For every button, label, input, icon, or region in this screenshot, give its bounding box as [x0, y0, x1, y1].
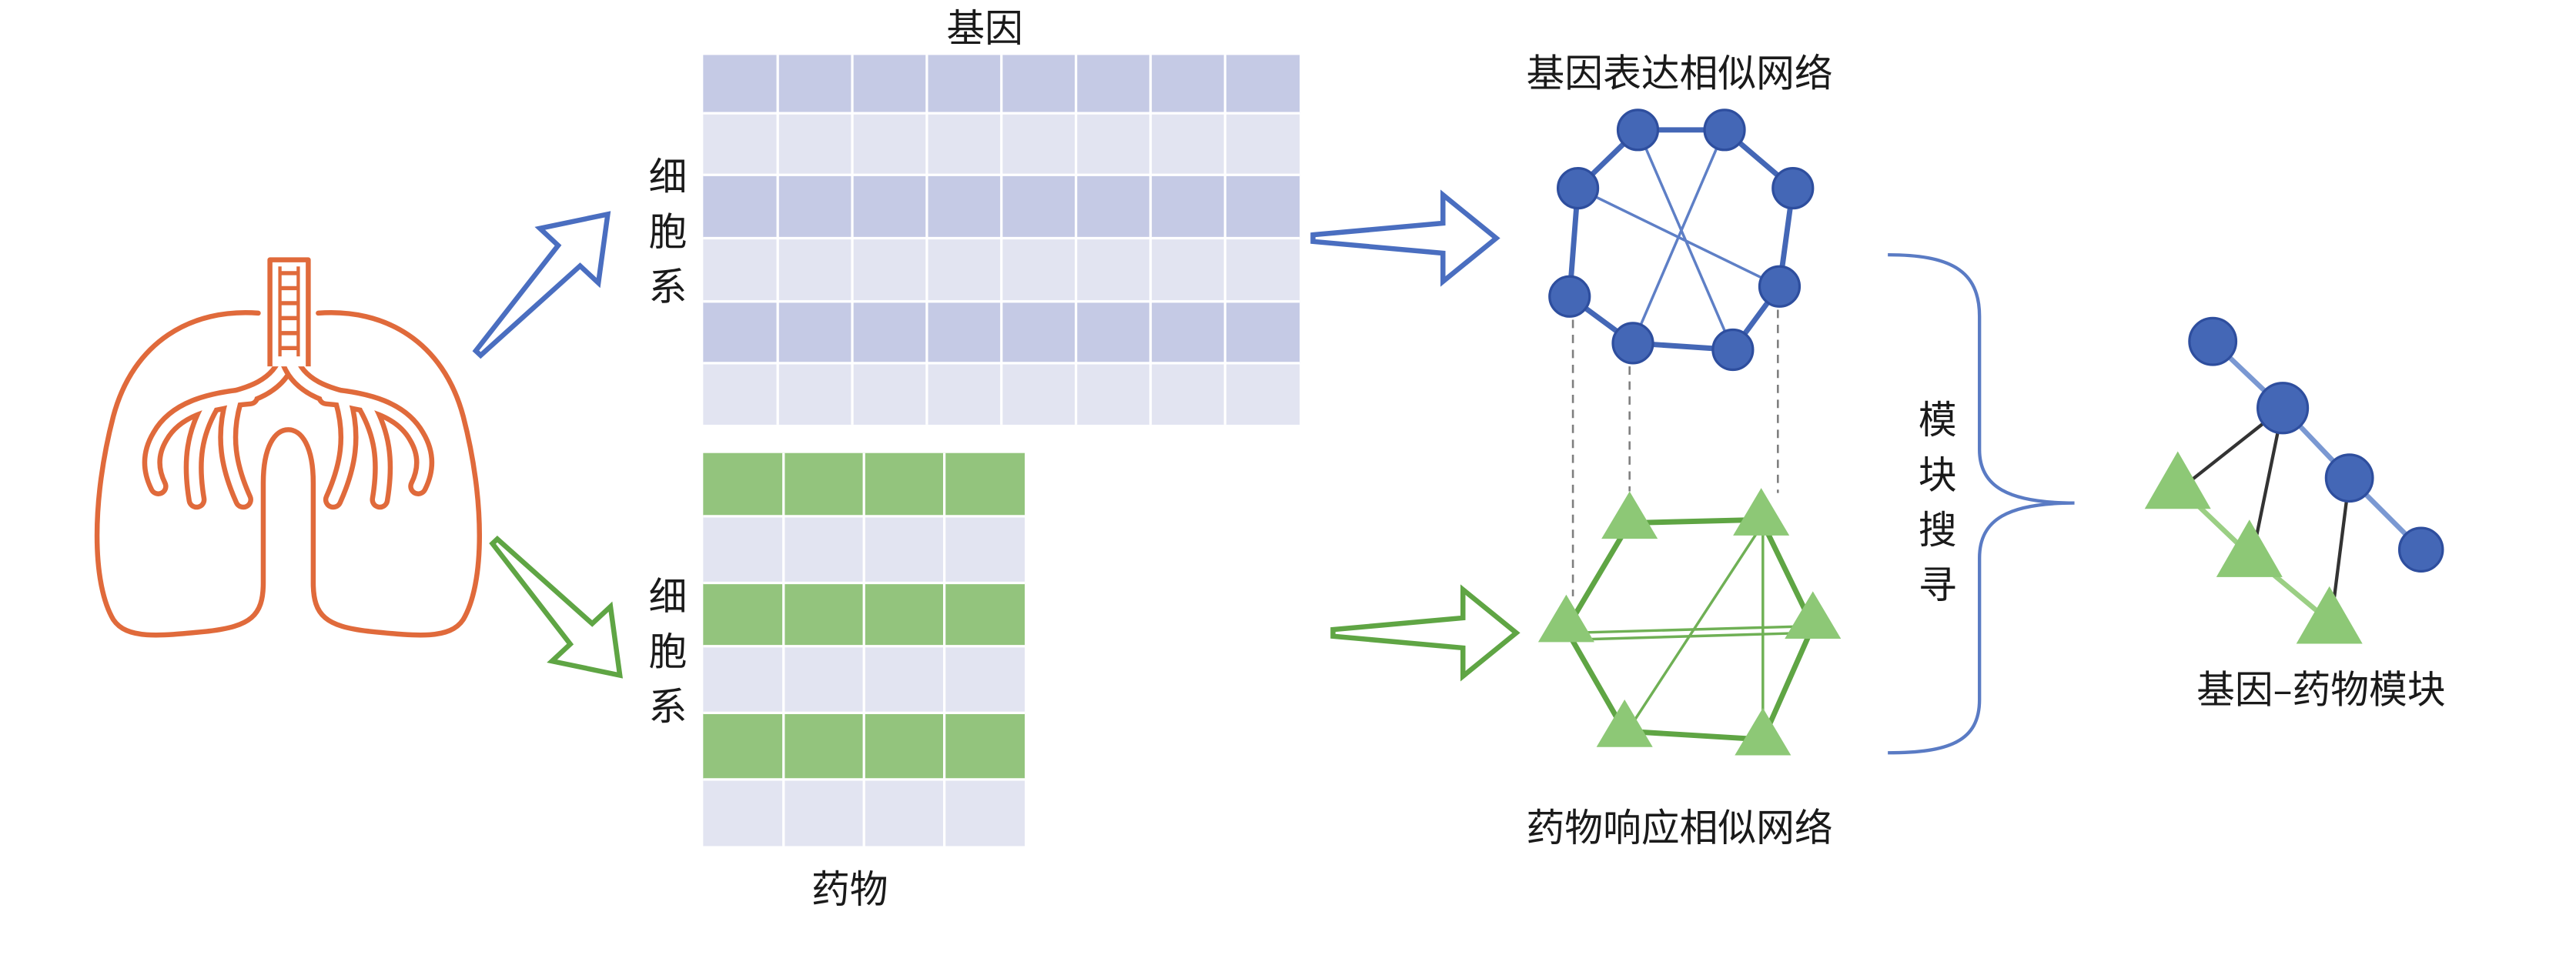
lung-outline: [94, 310, 482, 638]
gene-node: [2188, 316, 2238, 366]
gene-node: [1711, 328, 1755, 372]
cell-line-label-bottom: 细胞系: [643, 576, 687, 741]
network-edge: [1576, 631, 1807, 641]
drug-node: [2216, 519, 2283, 577]
cell-line-label-top: 细胞系: [643, 156, 687, 321]
gene-axis-label: 基因: [946, 6, 1023, 51]
arrow-up-right-icon: [472, 211, 611, 359]
network-edge: [1577, 187, 1781, 288]
gene-expression-network: [1548, 109, 1815, 372]
network-edge: [1628, 525, 1763, 729]
drug-node: [1785, 591, 1842, 639]
bronchi-left: [142, 346, 299, 510]
gene-node: [1758, 265, 1802, 308]
lung-icon: [94, 257, 482, 638]
arrow-to-gene-network: [1310, 189, 1500, 287]
bronchi-right: [278, 346, 435, 510]
gene-expression-matrix: [703, 55, 1300, 425]
arrow-to-drug-matrix: [489, 536, 623, 679]
drug-node: [1735, 707, 1791, 756]
module-gene-edges: [2210, 339, 2424, 552]
arrow-to-gene-matrix: [472, 211, 611, 359]
drug-axis-label: 药物: [811, 867, 888, 912]
gene-network-title: 基因表达相似网络: [1527, 52, 1833, 96]
gene-node: [2256, 382, 2310, 435]
arrow-right-icon: [1310, 189, 1500, 287]
drug-node: [1733, 488, 1790, 536]
gene-node: [2324, 453, 2374, 503]
arrow-down-right-icon: [489, 536, 623, 679]
gene-node: [1556, 166, 1600, 210]
drug-node: [2144, 451, 2211, 509]
matrix-grid: [703, 55, 1300, 425]
gene-node: [1548, 275, 1591, 318]
module-result-label: 基因–药物模块: [2196, 667, 2445, 712]
drug-response-network: [1537, 488, 1842, 756]
drug-response-matrix: [703, 452, 1025, 846]
curly-brace-icon: [1888, 252, 2075, 755]
drug-node: [2296, 586, 2363, 644]
drug-node: [1596, 700, 1653, 747]
arrow-right-icon: [1330, 584, 1521, 682]
gene-node: [1611, 322, 1654, 365]
correspondence-lines: [1571, 309, 1779, 596]
gene-node: [1771, 166, 1815, 210]
drug-node: [1601, 491, 1658, 539]
drug-network-title: 药物响应相似网络: [1527, 806, 1833, 850]
gene-drug-module: [2144, 316, 2444, 644]
gene-node: [1703, 109, 1746, 152]
gene-node: [1616, 109, 1660, 152]
module-search-label: 模块搜寻: [1912, 399, 1957, 619]
gene-node: [2397, 526, 2444, 573]
network-edge: [1569, 625, 1810, 635]
arrow-to-drug-network: [1330, 584, 1521, 682]
trachea: [267, 257, 311, 367]
drug-node: [1537, 594, 1594, 643]
matrix-grid: [703, 452, 1025, 846]
